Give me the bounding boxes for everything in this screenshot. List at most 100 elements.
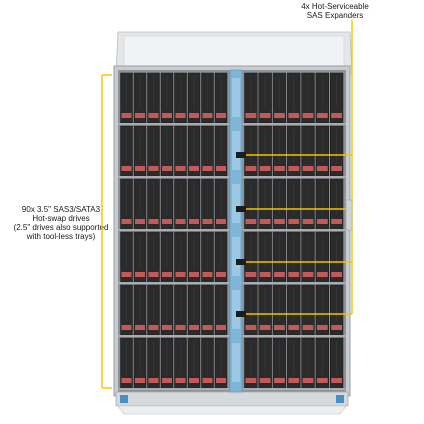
drive-latch-indicator	[216, 325, 226, 330]
drive-latch-indicator	[135, 325, 145, 330]
drive-latch-indicator	[121, 378, 132, 383]
drive-latch-indicator	[189, 113, 199, 118]
drive-latch-indicator	[288, 166, 300, 171]
drive-latch-indicator	[274, 166, 285, 171]
drive-latch-indicator	[162, 113, 172, 118]
expanders-callout-line-1: 4x Hot-Serviceable	[301, 2, 369, 11]
drive-latch-indicator	[121, 166, 132, 171]
drive-latch-indicator	[331, 378, 342, 383]
drive-latch-indicator	[245, 166, 257, 171]
drive-latch-indicator	[274, 378, 285, 383]
drive-latch-indicator	[121, 113, 132, 118]
drive-latch-indicator	[331, 166, 342, 171]
drive-latch-indicator	[148, 166, 159, 171]
drive-latch-indicator	[288, 325, 300, 330]
drive-latch-indicator	[245, 113, 257, 118]
drive-latch-indicator	[274, 113, 285, 118]
drive-latch-indicator	[135, 378, 145, 383]
drive-latch-indicator	[331, 113, 342, 118]
center-rail-segment	[232, 290, 240, 329]
chassis-lid-panel	[123, 35, 345, 67]
drive-latch-indicator	[274, 325, 285, 330]
drive-latch-indicator	[202, 113, 213, 118]
drive-latch-indicator	[135, 113, 145, 118]
drive-latch-indicator	[302, 325, 314, 330]
drives-callout-line-3: (2.5" drives also supported	[13, 223, 109, 232]
center-rail-segment	[232, 237, 240, 276]
drive-latch-indicator	[148, 219, 159, 224]
drive-latch-indicator	[245, 378, 257, 383]
drives-callout-line-2: Hot-swap drives	[32, 214, 90, 223]
drive-latch-indicator	[189, 166, 199, 171]
drive-latch-indicator	[189, 325, 199, 330]
drive-latch-indicator	[259, 378, 271, 383]
center-rail-segment	[232, 184, 240, 223]
drive-latch-indicator	[331, 272, 342, 277]
drive-latch-indicator	[302, 272, 314, 277]
drive-latch-indicator	[259, 113, 271, 118]
drive-latch-indicator	[302, 113, 314, 118]
drive-latch-indicator	[202, 219, 213, 224]
drive-latch-indicator	[148, 272, 159, 277]
drive-latch-indicator	[331, 325, 342, 330]
drive-latch-indicator	[162, 378, 172, 383]
drive-latch-indicator	[259, 166, 271, 171]
drive-latch-indicator	[316, 166, 328, 171]
drives-callout-line-1: 90x 3.5" SAS3/SATA3	[21, 205, 101, 214]
drive-latch-indicator	[162, 166, 172, 171]
sas-expander-module	[236, 311, 246, 317]
center-rail-segment	[232, 131, 240, 170]
drive-latch-indicator	[216, 378, 226, 383]
drive-latch-indicator	[316, 325, 328, 330]
drive-latch-indicator	[189, 272, 199, 277]
side-handle-right	[345, 199, 353, 231]
drive-latch-indicator	[302, 378, 314, 383]
drive-latch-indicator	[316, 378, 328, 383]
drive-latch-indicator	[189, 219, 199, 224]
drive-latch-indicator	[274, 272, 285, 277]
drive-latch-indicator	[288, 272, 300, 277]
drives-callout-label: 90x 3.5" SAS3/SATA3 Hot-swap drives (2.5…	[2, 205, 120, 241]
drive-latch-indicator	[202, 166, 213, 171]
drive-latch-indicator	[121, 272, 132, 277]
drive-latch-indicator	[162, 325, 172, 330]
drive-latch-indicator	[302, 219, 314, 224]
expanders-callout-line-2: SAS Expanders	[306, 11, 364, 20]
drive-latch-indicator	[288, 219, 300, 224]
drive-latch-indicator	[175, 378, 186, 383]
drive-latch-indicator	[216, 272, 226, 277]
drive-latch-indicator	[288, 113, 300, 118]
drive-latch-indicator	[331, 219, 342, 224]
expanders-callout-label: 4x Hot-Serviceable SAS Expanders	[280, 2, 390, 20]
drives-callout-line-4: with tool-less trays)	[26, 232, 96, 241]
drive-latch-indicator	[245, 219, 257, 224]
chassis-front-rail	[115, 391, 349, 407]
drive-latch-indicator	[121, 219, 132, 224]
drive-latch-indicator	[216, 166, 226, 171]
drive-latch-indicator	[288, 378, 300, 383]
drive-latch-indicator	[148, 113, 159, 118]
drive-latch-indicator	[259, 272, 271, 277]
drive-latch-indicator	[189, 378, 199, 383]
drive-latch-indicator	[175, 272, 186, 277]
drive-latch-indicator	[175, 219, 186, 224]
drive-latch-indicator	[202, 378, 213, 383]
drive-latch-indicator	[135, 219, 145, 224]
drive-latch-indicator	[175, 113, 186, 118]
front-latch-right	[336, 395, 344, 403]
drive-latch-indicator	[259, 219, 271, 224]
drive-latch-indicator	[175, 325, 186, 330]
drive-latch-indicator	[316, 219, 328, 224]
drive-latch-indicator	[135, 166, 145, 171]
sas-expander-module	[236, 259, 246, 265]
drive-latch-indicator	[148, 378, 159, 383]
drive-latch-indicator	[302, 166, 314, 171]
drive-latch-indicator	[202, 272, 213, 277]
drive-latch-indicator	[162, 219, 172, 224]
drive-latch-indicator	[245, 325, 257, 330]
drive-latch-indicator	[216, 219, 226, 224]
drive-latch-indicator	[316, 113, 328, 118]
front-latch-left	[120, 395, 128, 403]
drive-latch-indicator	[162, 272, 172, 277]
